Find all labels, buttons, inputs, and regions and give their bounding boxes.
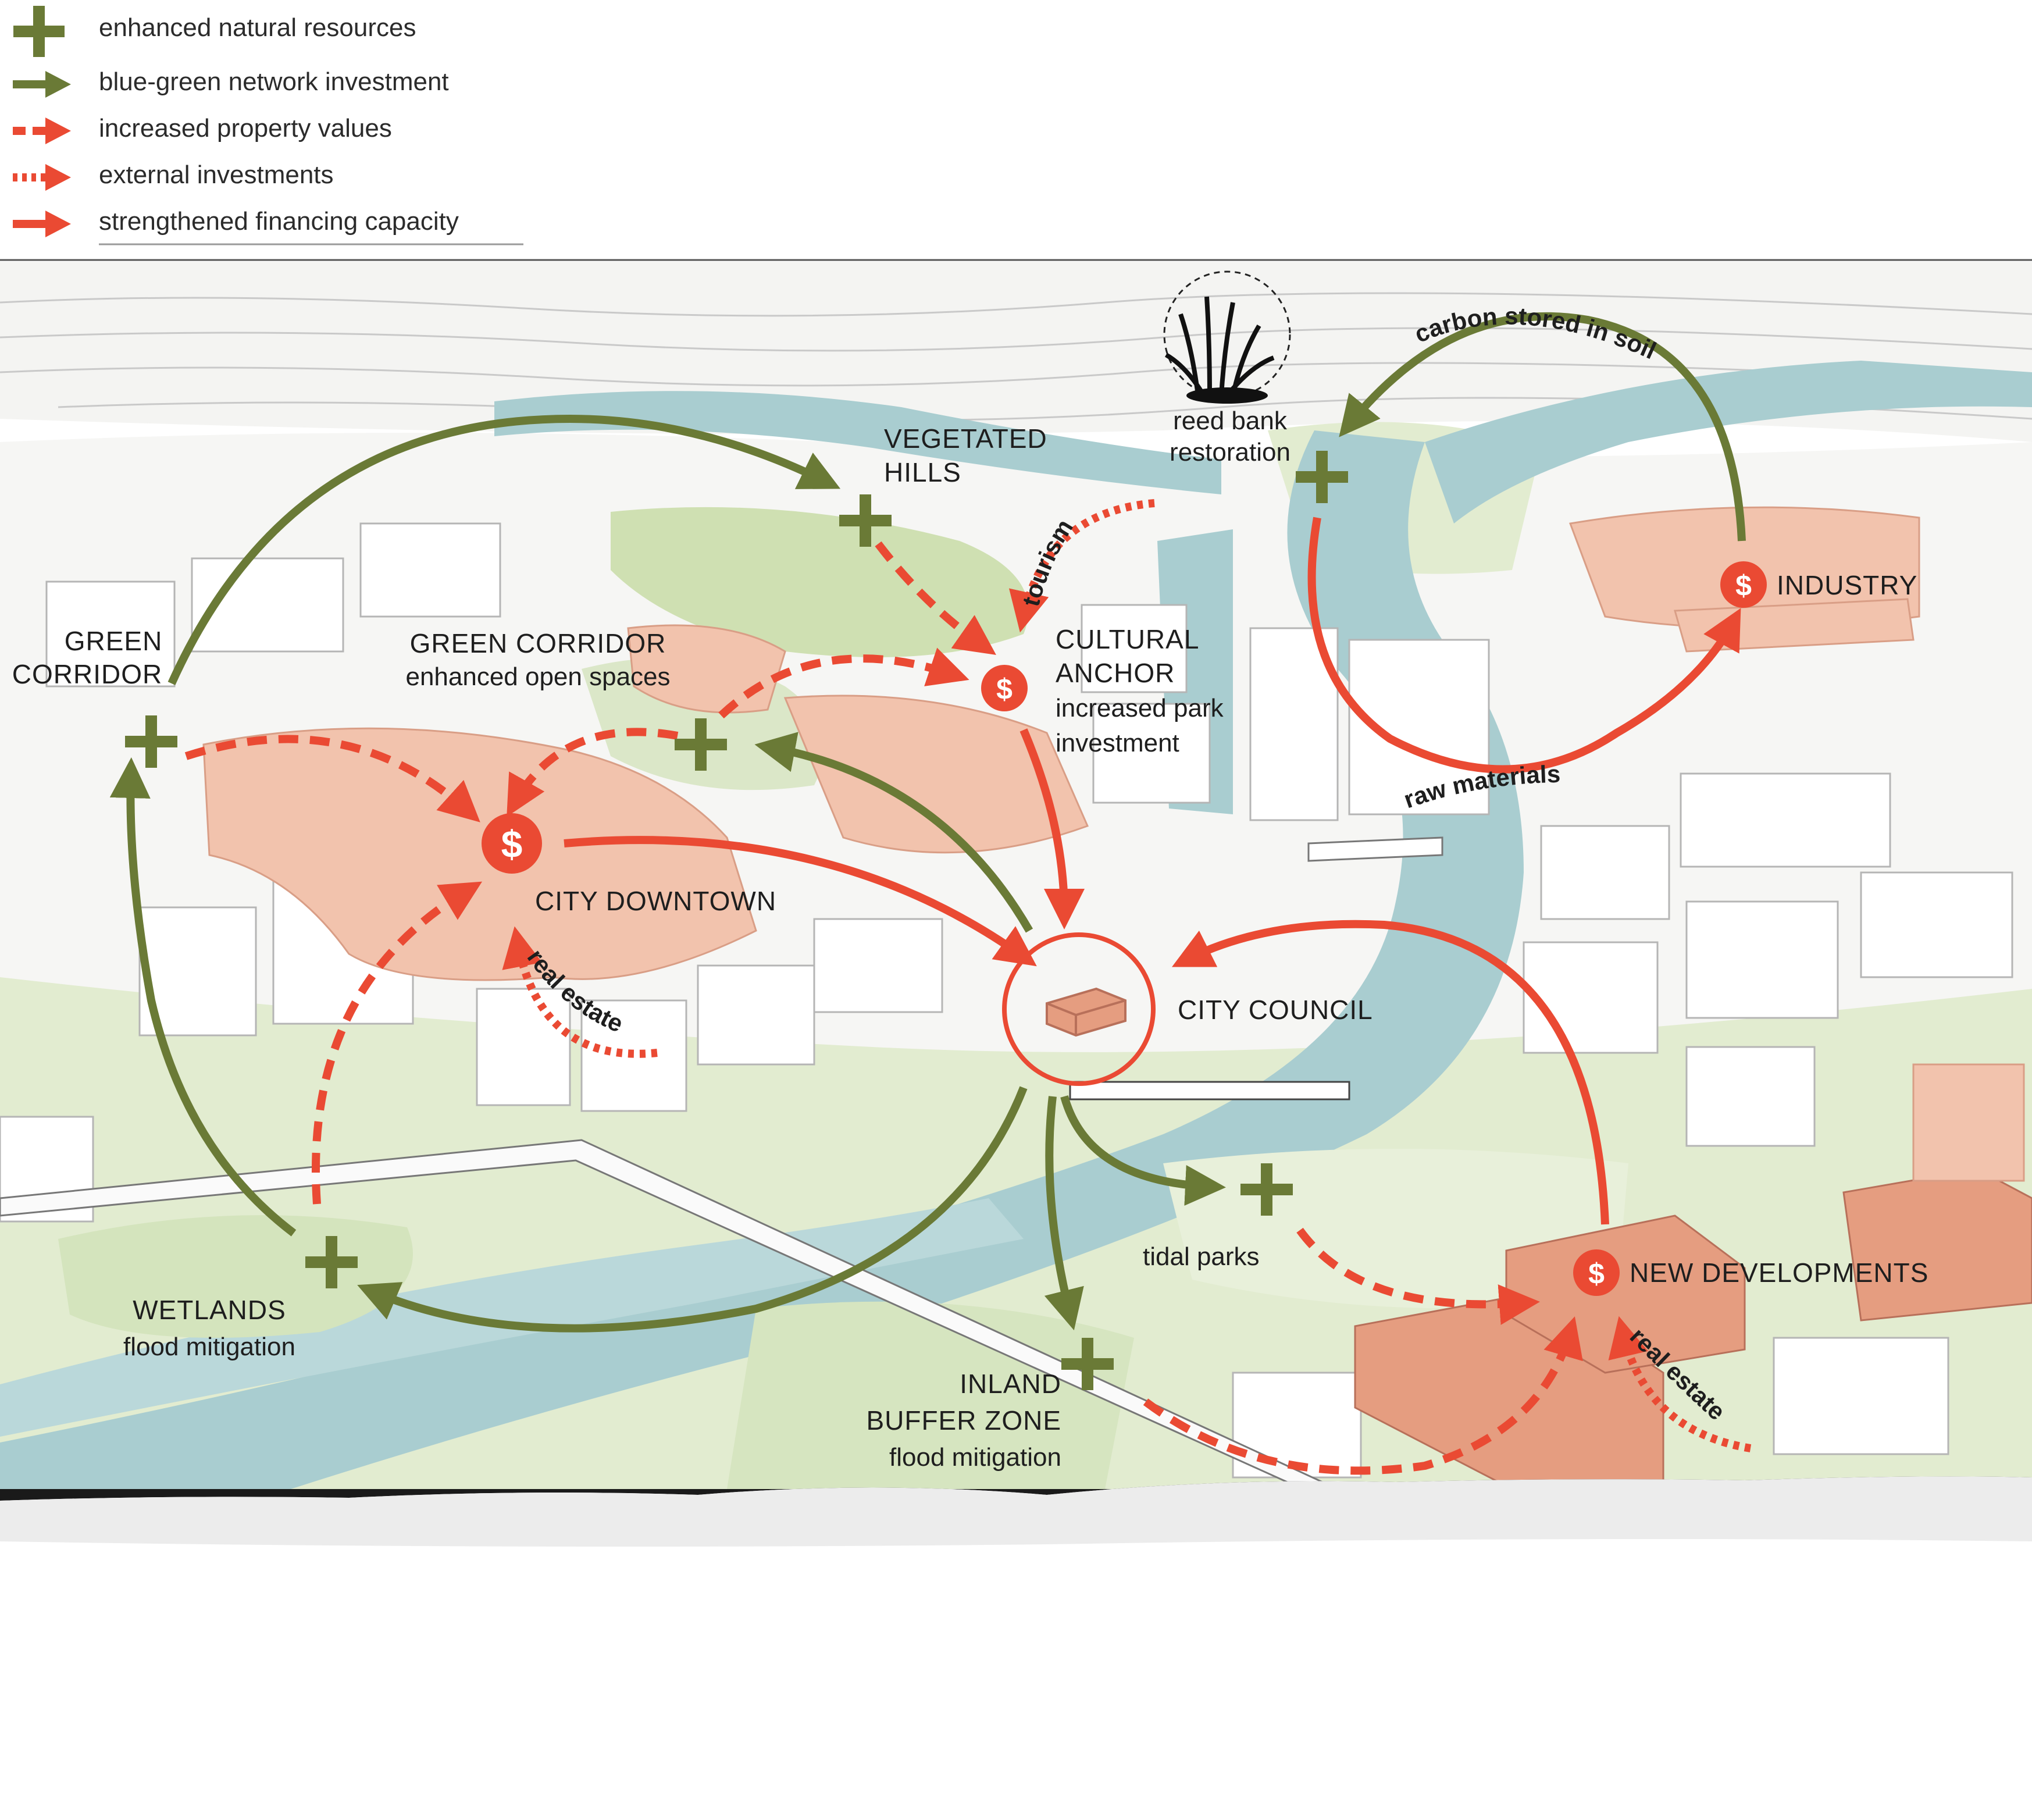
- legend-item-green-arrow: blue-green network investment: [13, 67, 449, 98]
- dotted-arrow-real-estate-right: [1608, 1316, 1752, 1452]
- dotted-arrow-tourism: [1008, 499, 1155, 633]
- red-arrow-newdev-to-council: [1171, 920, 1609, 1225]
- red-arrow-circle-to-industry: [1307, 517, 1741, 774]
- reed-bank-label-1: reed bank: [1173, 407, 1288, 435]
- external-investment-arrows: [502, 499, 1752, 1452]
- legend-label: strengthened financing capacity: [99, 207, 459, 236]
- dollar-icon-downtown: $: [482, 813, 542, 874]
- dollar-icon-cultural-anchor: $: [981, 665, 1028, 711]
- inland-buffer-label-2: BUFFER ZONE: [866, 1405, 1061, 1436]
- plus-icon-tidal-parks: [1240, 1163, 1293, 1216]
- green-arrow-council-to-corridor: [754, 732, 1033, 933]
- dashed-arrow-tidal-to-newdev: [1296, 1227, 1540, 1325]
- river-upper-branch: [1425, 361, 2032, 523]
- dashed-arrow-wetlands-to-downtown: [311, 881, 483, 1205]
- green-arrow-wetlands-to-corridor: [109, 757, 297, 1237]
- green-corridor-left-label-2: CORRIDOR: [12, 659, 162, 689]
- vegetated-hills-label-1: VEGETATED: [884, 423, 1047, 454]
- legend-label: external investments: [99, 161, 334, 189]
- dotted-arrow-real-estate-left: [502, 926, 658, 1058]
- inland-buffer-label-3: flood mitigation: [889, 1443, 1061, 1472]
- green-corridor-left-label-1: GREEN: [65, 626, 163, 656]
- soil-strip: [0, 1476, 2032, 1547]
- legend-item-dashed-arrow: increased property values: [13, 114, 392, 144]
- legend-label: increased property values: [99, 114, 392, 143]
- dashed-arrow-greencorr-to-anchor: [718, 647, 969, 719]
- cultural-anchor-label-1: CULTURAL: [1056, 624, 1199, 654]
- svg-text:$: $: [1588, 1258, 1605, 1290]
- dashed-arrow-hills-to-anchor: [875, 541, 996, 656]
- legend-label: enhanced natural resources: [99, 13, 416, 42]
- east-pink-buildings: [1912, 1063, 2025, 1182]
- arrowhead-icon: [45, 211, 71, 237]
- plus-icon-wetlands: [305, 1236, 358, 1288]
- wetlands-label-2: flood mitigation: [123, 1333, 295, 1361]
- industry-label: INDUSTRY: [1777, 570, 1917, 600]
- resource-nodes: [125, 451, 1348, 1390]
- cultural-anchor-label-4: investment: [1056, 729, 1179, 757]
- plus-icon: [13, 6, 65, 57]
- reed-bank-label-2: restoration: [1170, 438, 1291, 466]
- city-council-building-icon: [1046, 987, 1126, 1037]
- vegetated-hills-area: [611, 507, 1029, 657]
- inland-buffer-label-1: INLAND: [960, 1369, 1061, 1399]
- legend-item-red-arrow: strengthened financing capacity: [13, 207, 459, 237]
- green-arrow-industry-to-reed: [1339, 312, 1746, 542]
- red-arrow-anchor-to-council: [1019, 728, 1085, 929]
- downtown-buildings: [202, 624, 1089, 981]
- svg-text:$: $: [1735, 569, 1752, 602]
- svg-text:$: $: [996, 673, 1013, 706]
- plus-icon-vegetated-hills: [839, 494, 892, 547]
- city-council-label: CITY COUNCIL: [1178, 995, 1373, 1025]
- property-value-arrows: [184, 541, 1583, 1475]
- arrowhead-icon: [45, 117, 71, 144]
- city-downtown-label: CITY DOWNTOWN: [535, 886, 776, 916]
- green-arrow-council-to-tidal: [1060, 1095, 1226, 1206]
- green-corridor-mid-label-2: enhanced open spaces: [405, 663, 670, 691]
- plus-icon-reed-bank: [1296, 451, 1348, 503]
- blue-green-arrows: [109, 312, 1746, 1333]
- green-arrow-council-to-buffer: [1044, 1096, 1084, 1331]
- dollar-icon-industry: $: [1720, 561, 1767, 608]
- green-arrow-council-to-wetlands: [357, 1086, 1028, 1333]
- svg-text:$: $: [501, 822, 523, 866]
- arrowhead-icon: [45, 71, 71, 98]
- city-buildings: [0, 522, 2013, 1479]
- reed-icon: [1163, 270, 1291, 404]
- green-arrow-corridor-to-hills: [167, 414, 841, 685]
- financial-nodes: $ $ $ $: [482, 561, 1767, 1296]
- plus-icon-green-corridor-left: [125, 715, 177, 768]
- dashed-arrow-buffer-to-newdev: [1143, 1316, 1583, 1475]
- plus-icon-inland-buffer: [1061, 1338, 1114, 1390]
- red-arrow-downtown-to-council: [564, 836, 1037, 967]
- legend-label: blue-green network investment: [99, 67, 449, 96]
- dashed-arrow-greencorr-to-downtown: [507, 728, 679, 817]
- legend-item-dotted-arrow: external investments: [13, 161, 334, 191]
- plus-icon-green-corridor-mid: [675, 718, 727, 771]
- financing-arrows: [564, 517, 1741, 1225]
- green-corridor-mid-label-1: GREEN CORRIDOR: [410, 628, 666, 658]
- city-council-node: [1002, 932, 1156, 1086]
- vegetated-hills-label-2: HILLS: [884, 457, 961, 487]
- wetlands-label-1: WETLANDS: [133, 1295, 286, 1325]
- cultural-anchor-label-2: ANCHOR: [1056, 658, 1175, 688]
- arrowhead-icon: [45, 164, 71, 191]
- tidal-parks-label: tidal parks: [1143, 1242, 1260, 1271]
- legend-item-plus: enhanced natural resources: [13, 6, 416, 57]
- dashed-arrow-corridor-to-downtown: [184, 735, 480, 822]
- upper-lake: [494, 391, 1221, 494]
- new-developments-label: NEW DEVELOPMENTS: [1630, 1258, 1928, 1288]
- lower-channel: [0, 1198, 1024, 1437]
- legend: enhanced natural resources blue-green ne…: [13, 6, 523, 245]
- cultural-anchor-label-3: increased park: [1056, 694, 1224, 722]
- main-river: [0, 430, 1524, 1489]
- dollar-icon-new-developments: $: [1573, 1249, 1620, 1296]
- wetlands-area: [58, 1215, 413, 1338]
